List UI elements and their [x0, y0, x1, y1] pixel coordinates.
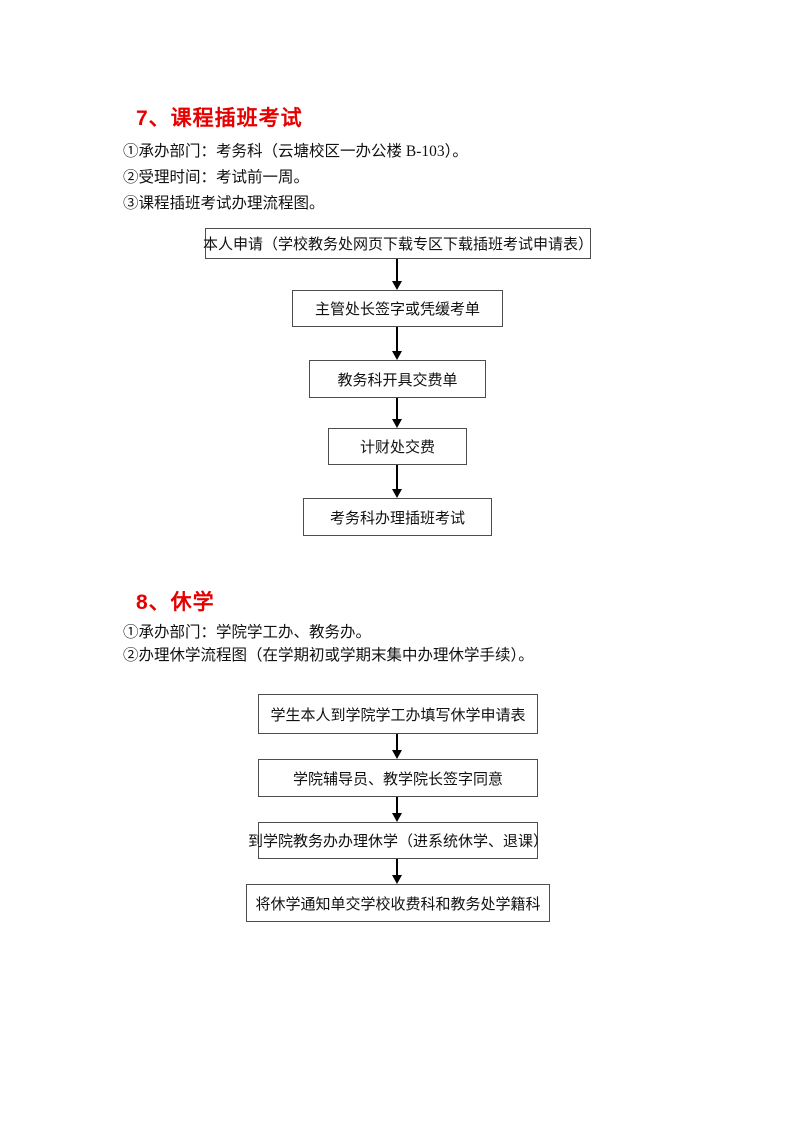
flow8-step-counselor-dean-sign: 学院辅导员、教学院长签字同意	[258, 759, 538, 797]
flow7-step-apply: 本人申请（学校教务处网页下载专区下载插班考试申请表）	[203, 228, 593, 259]
flow8-step-academic-office: 到学院教务办办理休学（进系统休学、退课）	[248, 822, 548, 859]
arrow-stem	[396, 734, 398, 750]
arrow-stem	[396, 859, 398, 875]
arrow-head-icon	[392, 281, 402, 290]
flow-arrow	[391, 859, 403, 884]
section-8-line-department: ①承办部门：学院学工办、教务办。	[123, 624, 372, 641]
section-7-line-time: ②受理时间：考试前一周。	[123, 169, 310, 186]
section-7-line-department: ①承办部门：考务科（云塘校区一办公楼 B-103）。	[123, 143, 468, 160]
section-8-heading: 8、休学	[136, 591, 215, 614]
arrow-head-icon	[392, 875, 402, 884]
section-7-line-flowchart-caption: ③课程插班考试办理流程图。	[123, 195, 325, 212]
arrow-head-icon	[392, 489, 402, 498]
flow8-step-submit-notice: 将休学通知单交学校收费科和教务处学籍科	[246, 884, 550, 922]
flow7-step-director-sign: 主管处长签字或凭缓考单	[292, 290, 503, 327]
flow-arrow	[391, 465, 403, 498]
arrow-stem	[396, 259, 398, 281]
flow-arrow	[391, 797, 403, 822]
arrow-stem	[396, 797, 398, 813]
flow7-step-payment-slip: 教务科开具交费单	[309, 360, 486, 398]
arrow-stem	[396, 465, 398, 489]
flow-arrow	[391, 259, 403, 290]
arrow-stem	[396, 398, 398, 419]
flow8-step-fill-form: 学生本人到学院学工办填写休学申请表	[258, 694, 538, 734]
arrow-stem	[396, 327, 398, 351]
arrow-head-icon	[392, 750, 402, 759]
flow7-step-pay-fee: 计财处交费	[328, 428, 467, 465]
arrow-head-icon	[392, 419, 402, 428]
section-7-heading: 7、课程插班考试	[136, 107, 303, 130]
flow-arrow	[391, 398, 403, 428]
flow7-step-handle-exam: 考务科办理插班考试	[303, 498, 492, 536]
flow-arrow	[391, 734, 403, 759]
section-8-line-flowchart-caption: ②办理休学流程图（在学期初或学期末集中办理休学手续）。	[123, 647, 534, 664]
arrow-head-icon	[392, 813, 402, 822]
flow-arrow	[391, 327, 403, 360]
arrow-head-icon	[392, 351, 402, 360]
